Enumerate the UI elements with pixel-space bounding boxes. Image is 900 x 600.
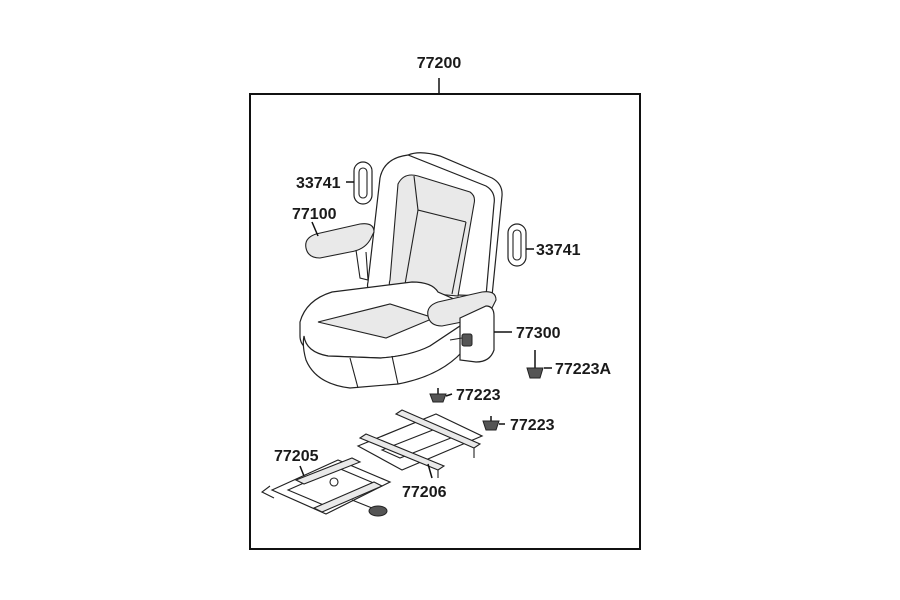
label-77223a: 77223A — [555, 361, 611, 378]
base-plate-illustration — [356, 409, 484, 478]
label-33741-right: 33741 — [536, 242, 581, 259]
label-77223-lower: 77223 — [510, 417, 555, 434]
label-77205: 77205 — [274, 448, 319, 465]
seat-illustration — [299, 152, 503, 389]
knob-77223-upper-icon — [429, 388, 447, 403]
slide-rail-illustration — [260, 457, 392, 517]
label-77223-upper: 77223 — [456, 387, 501, 404]
label-77200: 77200 — [417, 55, 462, 72]
knob-77223-lower-icon — [482, 416, 500, 431]
label-33741-left: 33741 — [296, 175, 341, 192]
knob-77223a-icon — [526, 350, 544, 379]
assembly-frame — [249, 93, 641, 550]
label-77206: 77206 — [402, 484, 447, 501]
label-77100: 77100 — [292, 206, 337, 223]
label-77300: 77300 — [516, 325, 561, 342]
